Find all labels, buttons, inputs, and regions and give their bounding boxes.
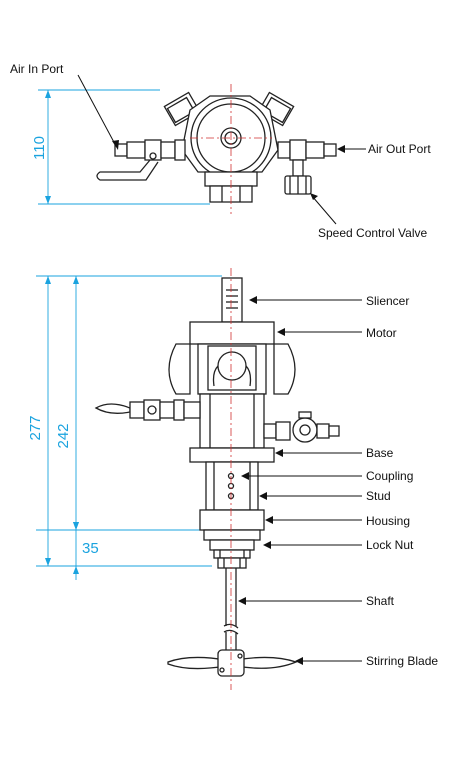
dimension-242: 242 xyxy=(55,423,72,449)
top-leaders xyxy=(77,74,366,225)
side-view xyxy=(36,268,362,690)
label-silencer: Sliencer xyxy=(366,294,410,308)
label-lock-nut: Lock Nut xyxy=(366,538,414,552)
label-stud: Stud xyxy=(366,489,391,503)
label-housing: Housing xyxy=(366,514,411,528)
dimension-side-lines xyxy=(36,275,222,580)
dimension-277: 277 xyxy=(27,415,44,441)
label-stirring-blade: Stirring Blade xyxy=(366,654,439,668)
side-leaders xyxy=(238,296,362,665)
label-shaft: Shaft xyxy=(366,594,395,608)
dimension-110-lines xyxy=(38,89,210,205)
dimension-35: 35 xyxy=(82,540,99,557)
top-view xyxy=(38,74,366,225)
label-base: Base xyxy=(366,446,394,460)
label-coupling: Coupling xyxy=(366,469,414,483)
label-air-out-port: Air Out Port xyxy=(368,142,431,156)
label-air-in-port: Air In Port xyxy=(10,62,64,76)
label-motor: Motor xyxy=(366,326,397,340)
label-speed-control-valve: Speed Control Valve xyxy=(318,226,428,240)
dimension-110: 110 xyxy=(31,136,48,160)
